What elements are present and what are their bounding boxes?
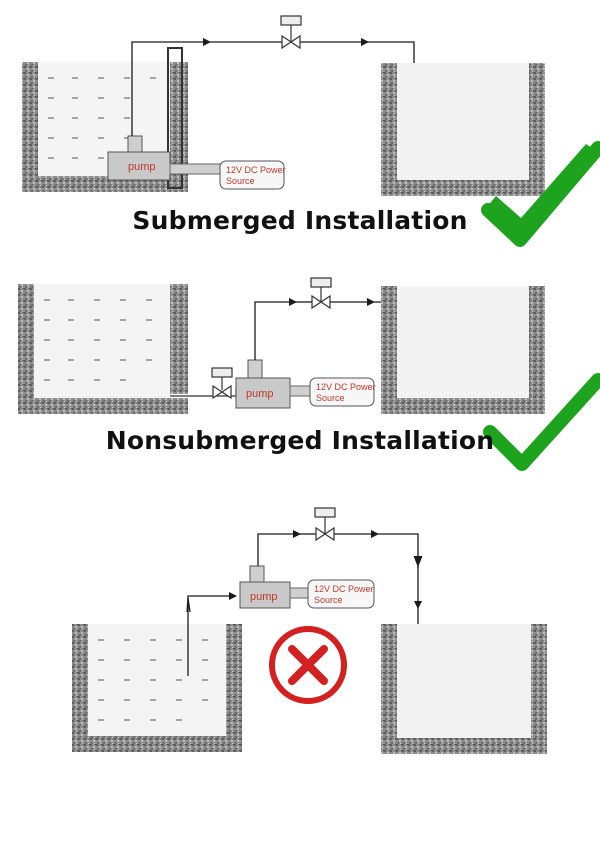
valve-icon [314,507,336,542]
source-tank [18,284,188,414]
source-tank [72,624,242,752]
power-source-box: 12V DC Power Source [309,377,376,407]
water-surface-marks [44,299,152,381]
riser-pipe [167,47,183,189]
power-cable [289,385,313,397]
pump-unit: pump [239,565,311,609]
power-label-line2: Source [314,595,343,605]
discharge-line [254,298,402,360]
power-label-line2: Source [226,176,255,186]
power-cable [289,587,311,599]
water-surface-marks [48,77,156,159]
destination-tank [381,624,547,754]
pump-unit: pump [107,135,223,181]
destination-tank [381,63,545,196]
scenario-submerged: pump 12V DC Power Source [22,15,600,247]
green-check-icon [483,373,600,471]
scenario-incorrect: pump 12V DC Power Source [72,507,547,754]
caption-nonsubmerged: Nonsubmerged Installation [105,426,495,455]
destination-tank [381,286,545,414]
pump-unit: pump [235,359,313,409]
valve-icon [280,15,302,50]
power-source-box: 12V DC Power Source [219,160,286,190]
scenario-nonsubmerged: pump 12V DC Power Source [18,277,600,471]
caption-submerged: Submerged Installation [132,206,468,235]
power-label-line1: 12V DC Power [226,165,286,175]
pump-label: pump [250,591,278,603]
water-surface-marks [98,639,208,721]
power-label-line1: 12V DC Power [316,382,376,392]
valve-icon [310,277,332,310]
valve-icon [211,367,233,400]
power-cable [169,163,223,175]
pump-label: pump [246,388,274,400]
power-label-line1: 12V DC Power [314,584,374,594]
red-cross-icon [269,626,347,704]
power-label-line2: Source [316,393,345,403]
pump-label: pump [128,161,156,173]
green-check-icon [486,144,595,236]
power-source-box: 12V DC Power Source [307,579,375,609]
pump-body [239,581,291,609]
water-body [34,284,170,398]
pump-body [235,377,291,409]
suction-line [187,592,237,676]
pump-body [107,151,171,181]
